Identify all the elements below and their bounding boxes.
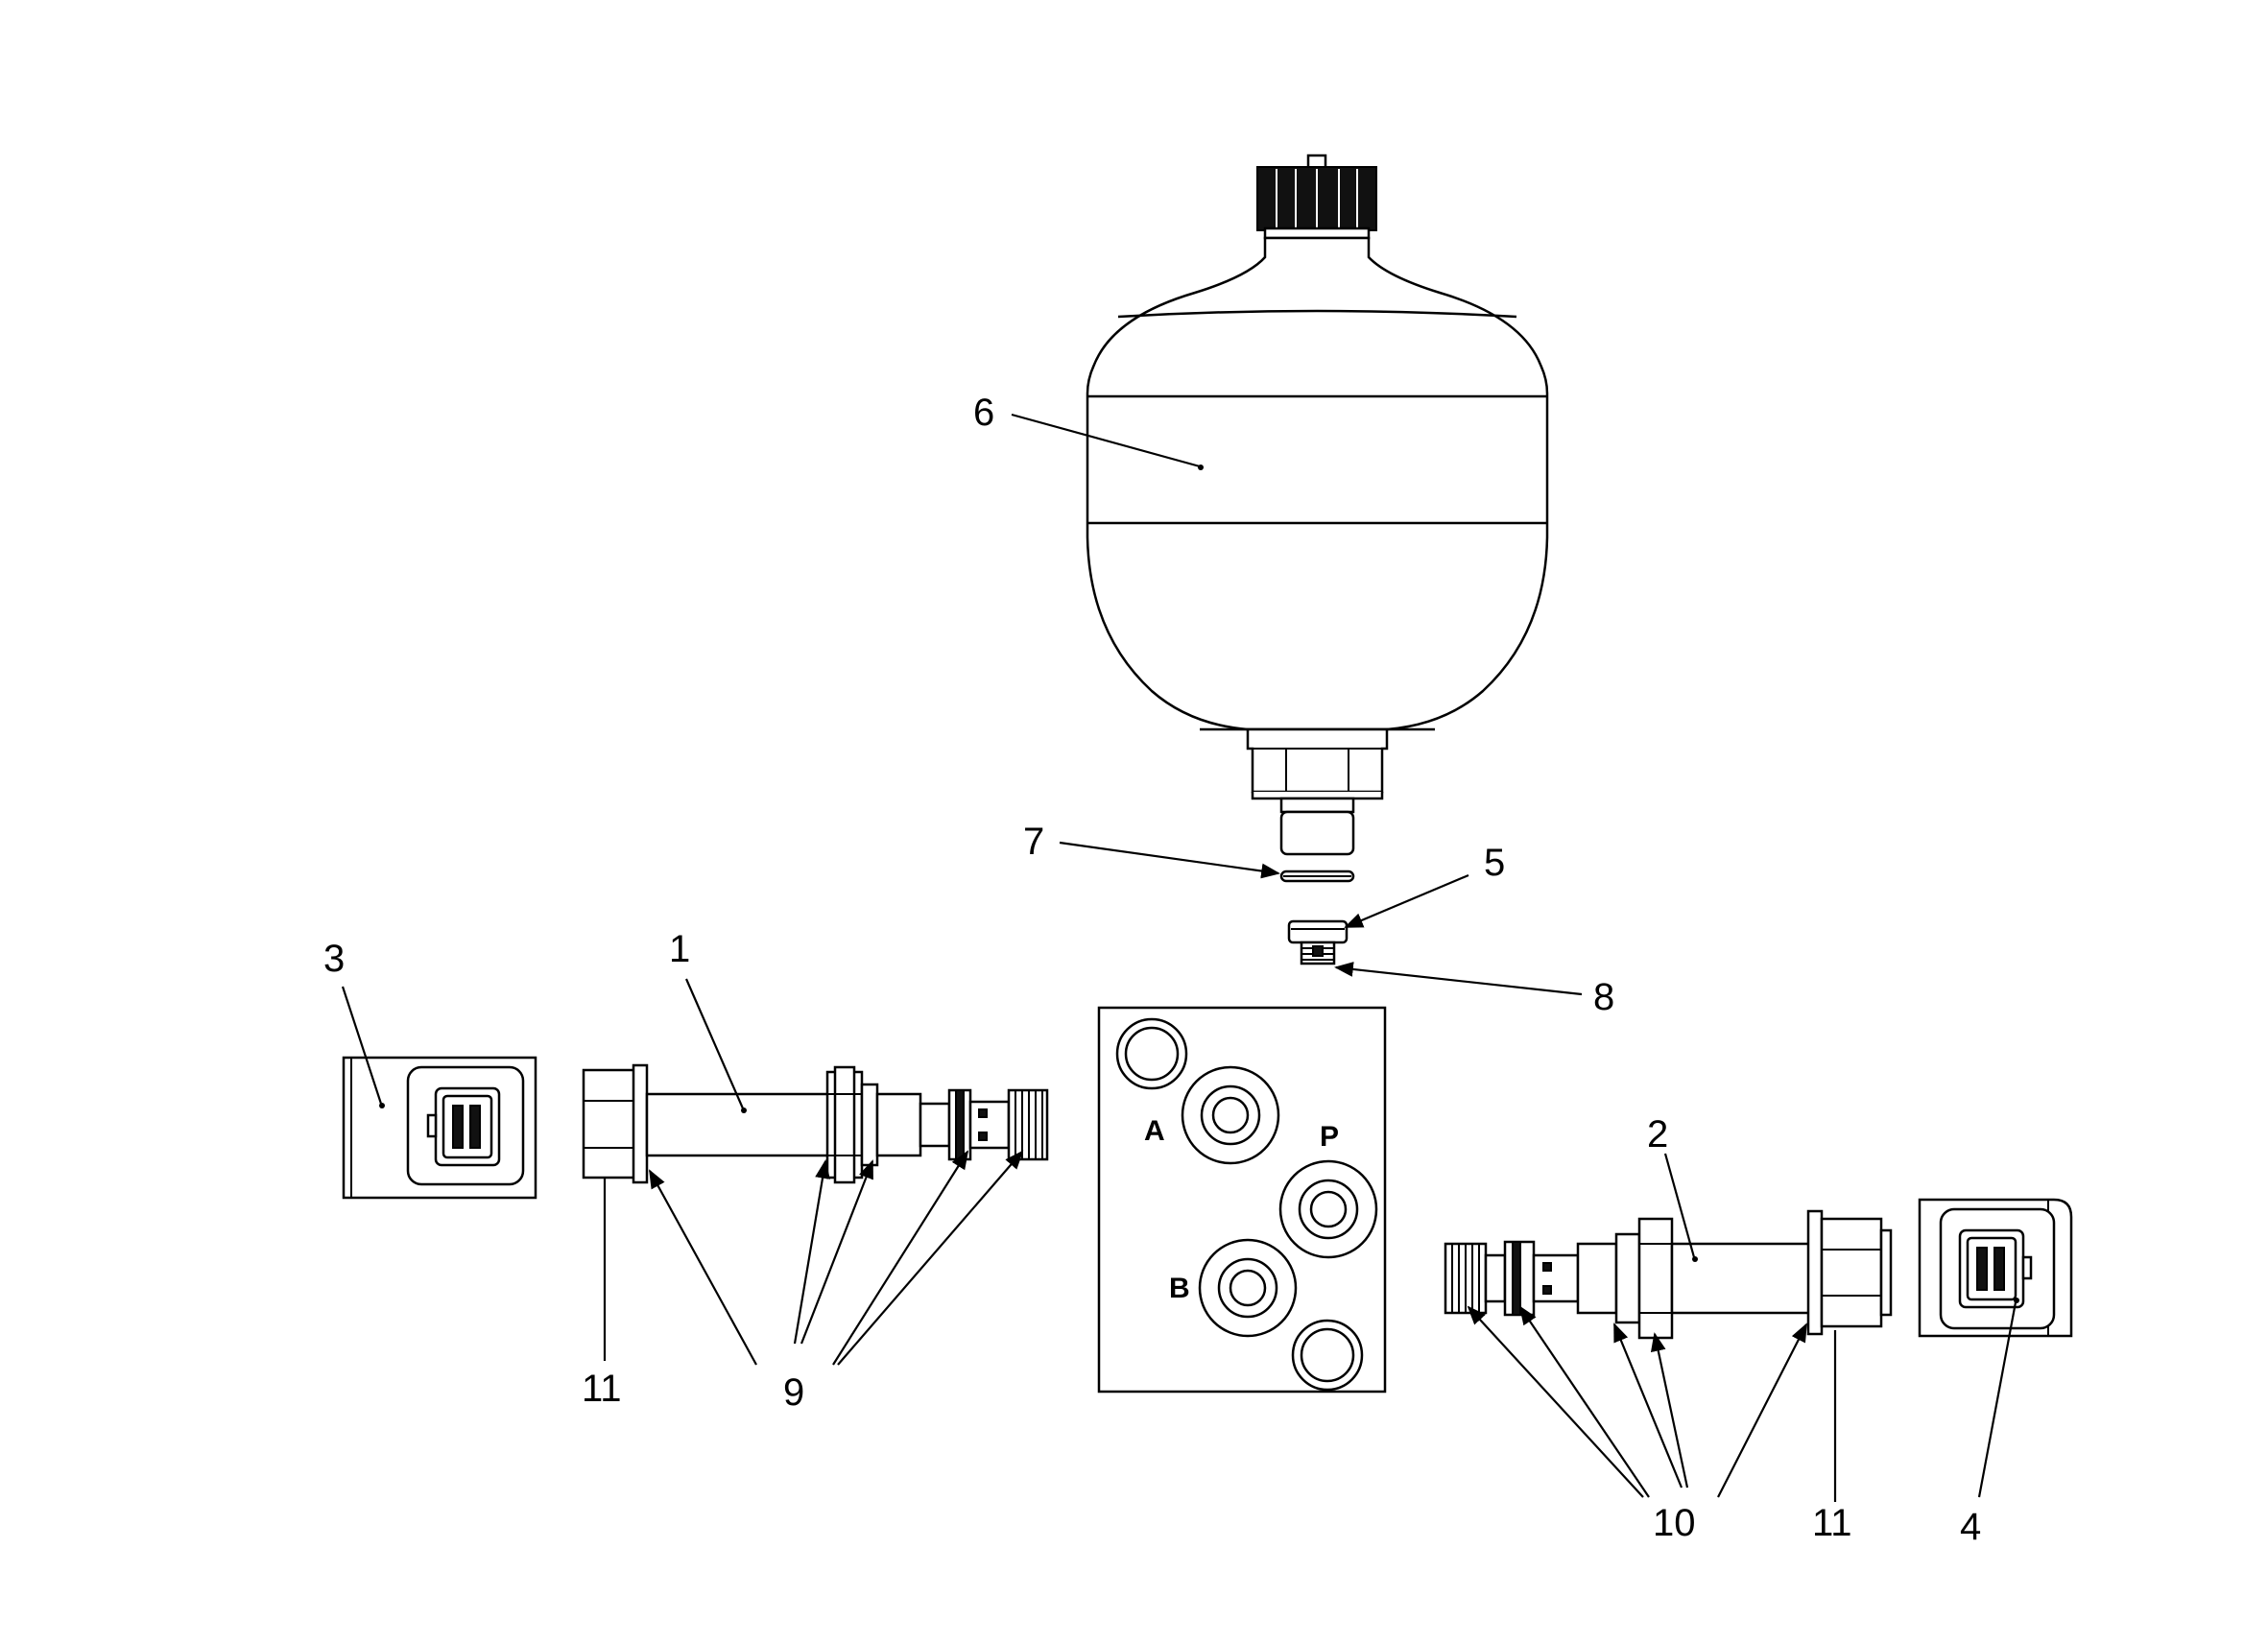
cartridge-valve-1: [582, 1063, 1049, 1184]
callout-6: 6: [973, 392, 994, 434]
port-label-a: A: [1144, 1115, 1165, 1147]
callout-2: 2: [1647, 1113, 1668, 1156]
callout-8: 8: [1593, 976, 1614, 1018]
manifold-block: A P B: [1097, 1006, 1387, 1394]
callouts: 6 7 5 8 3 1 11 9 2 10 11 4: [323, 392, 1981, 1548]
leader-lines: [341, 413, 2019, 1502]
callout-11-left: 11: [582, 1368, 622, 1410]
callout-4: 4: [1960, 1506, 1981, 1548]
port-label-p: P: [1320, 1121, 1339, 1153]
callout-10: 10: [1653, 1502, 1696, 1544]
callout-7: 7: [1023, 821, 1044, 863]
callout-9: 9: [783, 1371, 804, 1414]
o-ring: [1279, 870, 1355, 883]
accumulator: [1086, 154, 1549, 856]
callout-1: 1: [669, 928, 690, 970]
adapter-fitting: [1287, 919, 1349, 965]
callout-5: 5: [1484, 842, 1505, 884]
solenoid-connector-left: [342, 1056, 537, 1200]
callout-3: 3: [323, 938, 345, 980]
solenoid-connector-right: [1918, 1198, 2073, 1338]
cartridge-valve-2: [1444, 1209, 1893, 1340]
callout-11-right: 11: [1812, 1502, 1852, 1544]
port-label-b: B: [1169, 1273, 1190, 1304]
